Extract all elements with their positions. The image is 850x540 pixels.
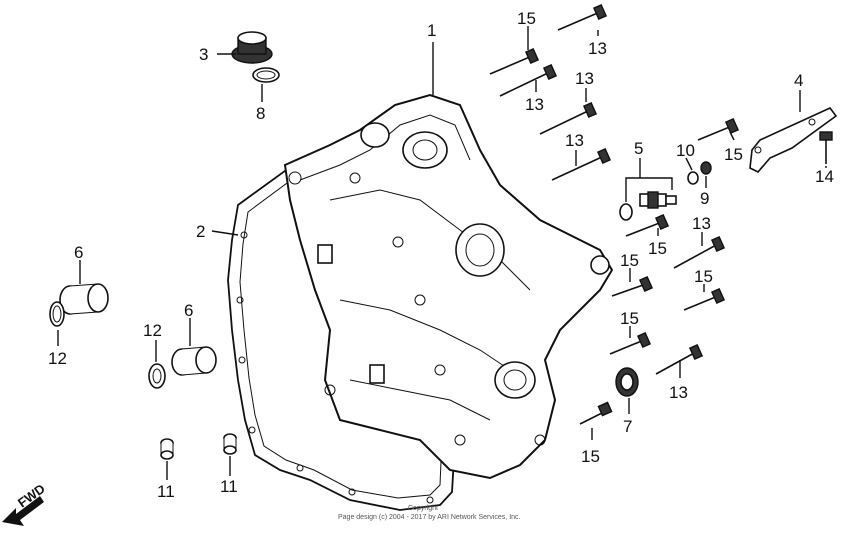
callout-5: 5 — [634, 139, 643, 158]
crankcase-part-1 — [283, 93, 614, 480]
callout-9: 9 — [700, 189, 709, 208]
bolt-13-e — [673, 235, 726, 269]
callout-11-right: 11 — [220, 477, 238, 496]
bolt-15-f — [683, 287, 726, 311]
bolt-15-g — [609, 331, 652, 355]
callout-13-a: 13 — [588, 39, 607, 58]
bolt-13-b — [499, 63, 558, 97]
leader-lines — [57, 26, 827, 480]
callout-15-d: 15 — [620, 251, 639, 270]
callout-8: 8 — [256, 104, 265, 123]
callout-14: 14 — [815, 167, 834, 186]
callout-15-c: 15 — [648, 239, 667, 258]
bushing-part-6-middle — [171, 346, 217, 376]
callout-15-b: 15 — [724, 145, 743, 164]
callouts: 1 2 3 4 5 6 6 7 8 9 10 11 11 12 12 13 13… — [48, 9, 834, 501]
bushing-part-6-left — [59, 283, 109, 315]
callout-12-left: 12 — [48, 349, 67, 368]
callout-13-e: 13 — [692, 214, 711, 233]
o-ring-part-8 — [252, 67, 280, 83]
switch-part-5 — [619, 191, 677, 221]
bolt-13-d — [551, 147, 612, 181]
seal-part-12-left — [49, 301, 65, 327]
oil-seal-part-7 — [615, 367, 639, 397]
callout-10: 10 — [676, 141, 695, 160]
bolt-13-c — [539, 101, 598, 135]
callout-3: 3 — [199, 45, 208, 64]
copyright-line-2: Page design (c) 2004 - 2017 by ARI Netwo… — [338, 514, 521, 521]
nut-part-9 — [700, 161, 712, 175]
washer-part-10 — [687, 171, 699, 185]
callout-2: 2 — [196, 222, 205, 241]
bracket-part-4 — [749, 107, 838, 173]
bolt-15-a — [557, 3, 608, 31]
copyright-notice: Copyright Page design (c) 2004 - 2017 by… — [338, 505, 521, 521]
forward-arrow-icon: FWD — [2, 481, 48, 526]
callout-15-a: 15 — [517, 9, 536, 28]
dowel-pin-part-11-right — [223, 433, 237, 455]
bolt-15-e — [611, 275, 654, 297]
bolt-15-h — [579, 401, 613, 425]
callout-6-middle: 6 — [184, 301, 193, 320]
callout-13-d: 13 — [565, 131, 584, 150]
callout-13-c: 13 — [575, 69, 594, 88]
seal-part-12-middle — [148, 363, 166, 389]
bolt-14 — [819, 131, 833, 164]
callout-15-g: 15 — [581, 447, 600, 466]
callout-6-left: 6 — [74, 243, 83, 262]
copyright-line-1: Copyright — [408, 505, 438, 512]
callout-4: 4 — [794, 71, 803, 90]
callout-11-left: 11 — [157, 482, 175, 501]
callout-13-b: 13 — [525, 95, 544, 114]
filler-cap-part-3 — [231, 31, 273, 64]
bolt-15-d — [625, 213, 670, 237]
callout-13-f: 13 — [669, 383, 688, 402]
callout-12-middle: 12 — [143, 321, 162, 340]
callout-7: 7 — [623, 417, 632, 436]
bolt-13-f — [655, 343, 704, 375]
bolt-15-b — [489, 47, 540, 75]
callout-15-e: 15 — [694, 267, 713, 286]
bolt-15-c — [697, 117, 740, 141]
bolts — [489, 3, 833, 425]
callout-15-f: 15 — [620, 309, 639, 328]
callout-1: 1 — [427, 21, 436, 40]
dowel-pin-part-11-left — [160, 438, 174, 460]
